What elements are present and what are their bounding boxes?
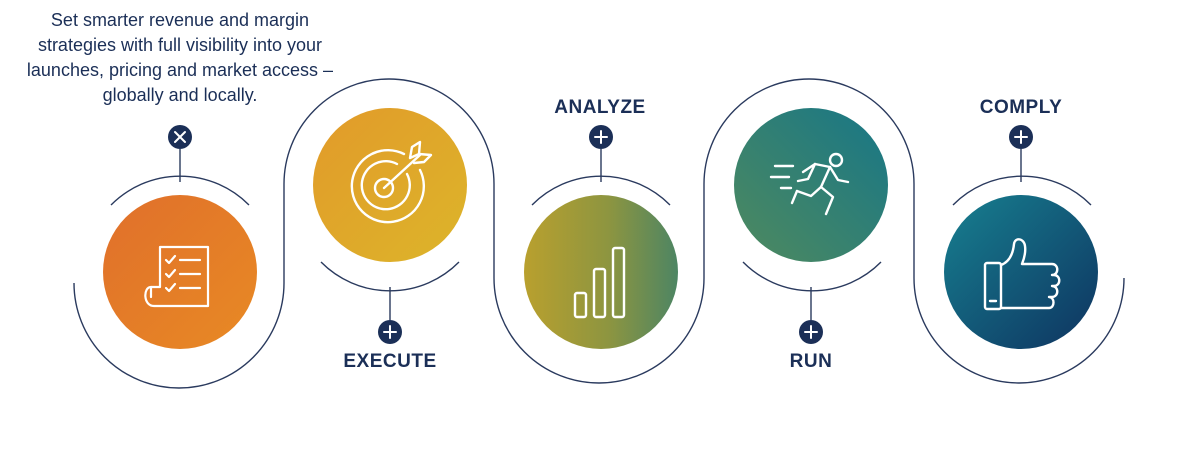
- plus-icon: [383, 325, 397, 339]
- step-circle-run: [734, 108, 888, 262]
- toggle-button-plan[interactable]: [168, 125, 192, 149]
- connector-line: [73, 78, 1125, 389]
- close-icon: [174, 131, 186, 143]
- label-comply: COMPLY: [979, 97, 1063, 118]
- intro-text: Set smarter revenue and margin strategie…: [26, 10, 334, 105]
- runner-icon: [769, 152, 850, 216]
- checklist-icon: [144, 245, 210, 308]
- thumbs-up-icon: [983, 238, 1061, 311]
- step-plan: [103, 125, 257, 349]
- plus-icon: [594, 130, 608, 144]
- step-circle-execute: [313, 108, 467, 262]
- toggle-button-analyze[interactable]: [589, 125, 613, 149]
- target-icon: [350, 140, 433, 224]
- plus-icon: [1014, 130, 1028, 144]
- bar-chart-icon: [573, 246, 626, 319]
- label-run: RUN: [789, 351, 833, 372]
- step-comply: [944, 125, 1098, 349]
- toggle-button-execute[interactable]: [378, 320, 402, 344]
- label-execute: EXECUTE: [343, 351, 437, 372]
- step-circle-plan: [103, 195, 257, 349]
- toggle-button-comply[interactable]: [1009, 125, 1033, 149]
- step-analyze: [524, 125, 678, 349]
- toggle-button-run[interactable]: [799, 320, 823, 344]
- label-analyze: ANALYZE: [554, 97, 646, 118]
- plus-icon: [804, 325, 818, 339]
- step-run: [734, 108, 888, 344]
- step-circle-analyze: [524, 195, 678, 349]
- step-circle-comply: [944, 195, 1098, 349]
- step-execute: [313, 108, 467, 344]
